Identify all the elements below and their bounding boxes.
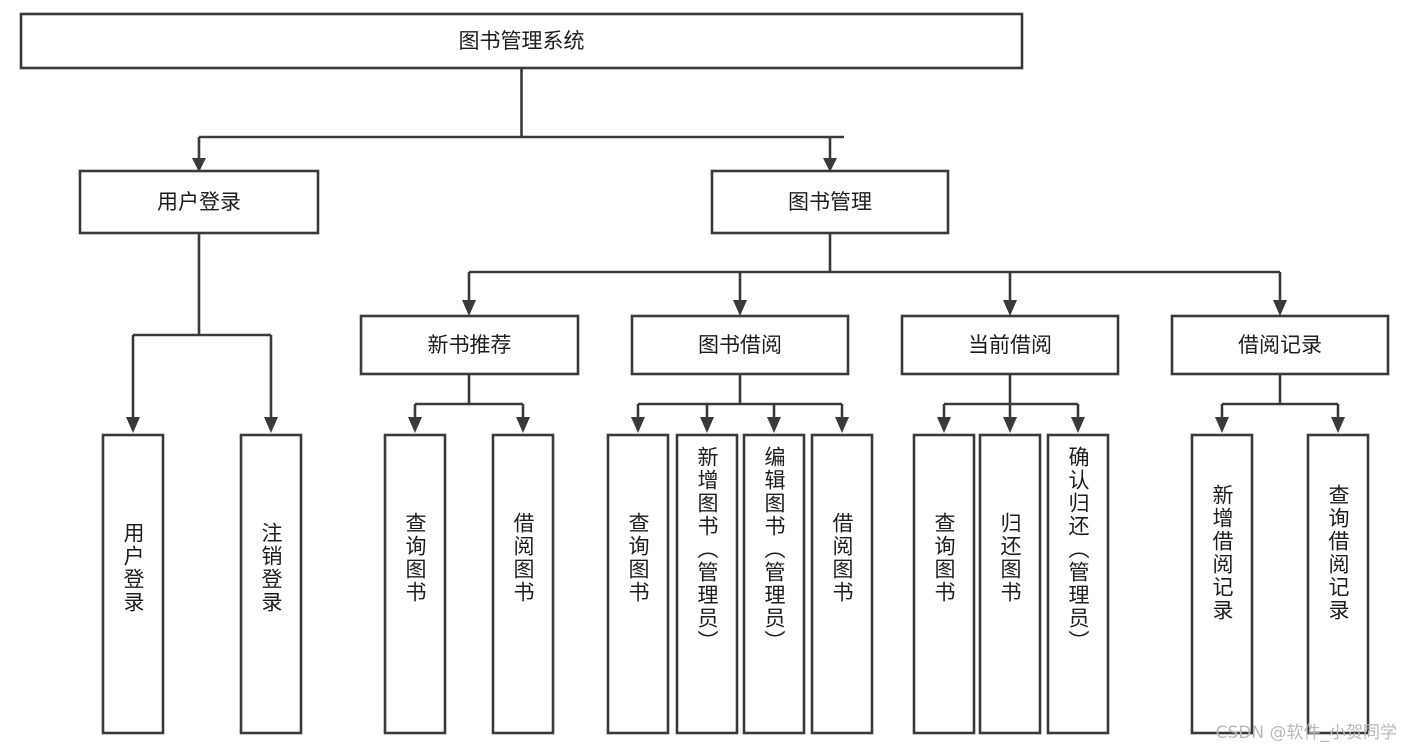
arrowhead-leaf-borrow-book-2 [835, 417, 849, 433]
arrowhead-leaf-user-login [126, 417, 140, 433]
node-leaf-return-book-box[interactable] [978, 433, 1042, 735]
node-book-borrow-label: 图书借阅 [698, 333, 782, 357]
node-leaf-edit-book-box[interactable] [742, 433, 806, 735]
node-leaf-add-record-label: 新增借阅记录 [1210, 484, 1234, 622]
node-leaf-logout-login-label: 注销登录 [259, 522, 283, 614]
node-leaf-borrow-book-2-box[interactable] [810, 433, 874, 735]
node-leaf-borrow-book-1-label: 借阅图书 [511, 512, 535, 604]
node-current-borrow-box[interactable] [900, 314, 1120, 376]
node-leaf-borrow-book-1[interactable]: 借阅图书 [491, 433, 555, 735]
arrowhead-leaf-return-book [1003, 417, 1017, 433]
node-leaf-user-login-label: 用户登录 [121, 522, 145, 614]
node-leaf-user-login-box[interactable] [101, 433, 165, 735]
node-leaf-query-book-3-box[interactable] [912, 433, 976, 735]
node-leaf-query-book-2-box[interactable] [606, 433, 670, 735]
arrowhead-leaf-logout-login [264, 417, 278, 433]
arrowhead-leaf-add-record [1215, 417, 1229, 433]
arrowhead-leaf-query-record [1331, 417, 1345, 433]
arrowhead-leaf-query-book-2 [631, 417, 645, 433]
node-root[interactable]: 图书管理系统 [19, 12, 1024, 70]
arrowhead-current-borrow [1003, 300, 1017, 316]
node-current-borrow[interactable]: 当前借阅 [900, 314, 1120, 376]
node-leaf-add-book-label: 新增图书（管理员） [695, 446, 719, 653]
node-leaf-add-record-box[interactable] [1190, 433, 1254, 735]
node-current-borrow-label: 当前借阅 [968, 333, 1052, 357]
node-borrow-record-label: 借阅记录 [1238, 333, 1322, 357]
node-user-login-box[interactable] [78, 169, 320, 235]
node-leaf-logout-login-box[interactable] [239, 433, 303, 735]
node-leaf-edit-book[interactable]: 编辑图书（管理员） [742, 433, 806, 735]
arrowhead-leaf-query-book-3 [937, 417, 951, 433]
arrowhead-leaf-add-book [700, 417, 714, 433]
node-book-borrow[interactable]: 图书借阅 [630, 314, 850, 376]
node-leaf-confirm-return-label: 确认归还（管理员） [1066, 446, 1090, 653]
node-book-management-box[interactable] [710, 169, 950, 235]
node-new-book-recommend-label: 新书推荐 [428, 333, 512, 357]
arrowhead-leaf-query-book-1 [408, 417, 422, 433]
node-leaf-add-book[interactable]: 新增图书（管理员） [675, 433, 739, 735]
node-leaf-query-book-3[interactable]: 查询图书 [912, 433, 976, 735]
node-leaf-confirm-return[interactable]: 确认归还（管理员） [1046, 433, 1110, 735]
node-leaf-query-record-box[interactable] [1306, 433, 1370, 735]
node-leaf-borrow-book-1-box[interactable] [491, 433, 555, 735]
node-leaf-borrow-book-2[interactable]: 借阅图书 [810, 433, 874, 735]
node-leaf-add-book-box[interactable] [675, 433, 739, 735]
arrowhead-leaf-borrow-book-1 [516, 417, 530, 433]
node-root-label: 图书管理系统 [459, 29, 585, 53]
node-user-login-label: 用户登录 [157, 190, 241, 214]
node-borrow-record[interactable]: 借阅记录 [1170, 314, 1390, 376]
node-root-box[interactable] [19, 12, 1024, 70]
arrowhead-leaf-confirm-return [1071, 417, 1085, 433]
node-leaf-confirm-return-box[interactable] [1046, 433, 1110, 735]
node-book-borrow-box[interactable] [630, 314, 850, 376]
node-borrow-record-box[interactable] [1170, 314, 1390, 376]
arrowhead-book-borrow [733, 300, 747, 316]
arrowhead-new-book-recommend [462, 300, 476, 316]
arrowhead-book-management [823, 158, 837, 172]
node-leaf-query-book-3-label: 查询图书 [932, 512, 956, 604]
node-leaf-logout-login[interactable]: 注销登录 [239, 433, 303, 735]
node-new-book-recommend[interactable]: 新书推荐 [359, 314, 580, 376]
node-leaf-query-record[interactable]: 查询借阅记录 [1306, 433, 1370, 735]
node-book-management[interactable]: 图书管理 [710, 169, 950, 235]
node-new-book-recommend-box[interactable] [359, 314, 580, 376]
node-leaf-query-book-2[interactable]: 查询图书 [606, 433, 670, 735]
node-leaf-query-record-label: 查询借阅记录 [1326, 484, 1350, 622]
arrowhead-user-login [192, 158, 206, 172]
node-leaf-add-record[interactable]: 新增借阅记录 [1190, 433, 1254, 735]
node-leaf-query-book-1-box[interactable] [383, 433, 447, 735]
node-user-login[interactable]: 用户登录 [78, 169, 320, 235]
node-leaf-query-book-2-label: 查询图书 [626, 512, 650, 604]
arrowhead-borrow-record [1273, 300, 1287, 316]
csdn-watermark: CSDN @软件_小贺同学 [1215, 723, 1397, 743]
node-leaf-return-book-label: 归还图书 [998, 512, 1022, 604]
node-leaf-borrow-book-2-label: 借阅图书 [830, 512, 854, 604]
node-book-management-label: 图书管理 [788, 190, 872, 214]
node-leaf-user-login[interactable]: 用户登录 [101, 433, 165, 735]
arrowhead-leaf-edit-book [767, 417, 781, 433]
connectors-layer [126, 68, 1345, 433]
node-leaf-query-book-1[interactable]: 查询图书 [383, 433, 447, 735]
node-leaf-query-book-1-label: 查询图书 [403, 512, 427, 604]
node-leaf-edit-book-label: 编辑图书（管理员） [762, 446, 786, 653]
node-leaf-return-book[interactable]: 归还图书 [978, 433, 1042, 735]
